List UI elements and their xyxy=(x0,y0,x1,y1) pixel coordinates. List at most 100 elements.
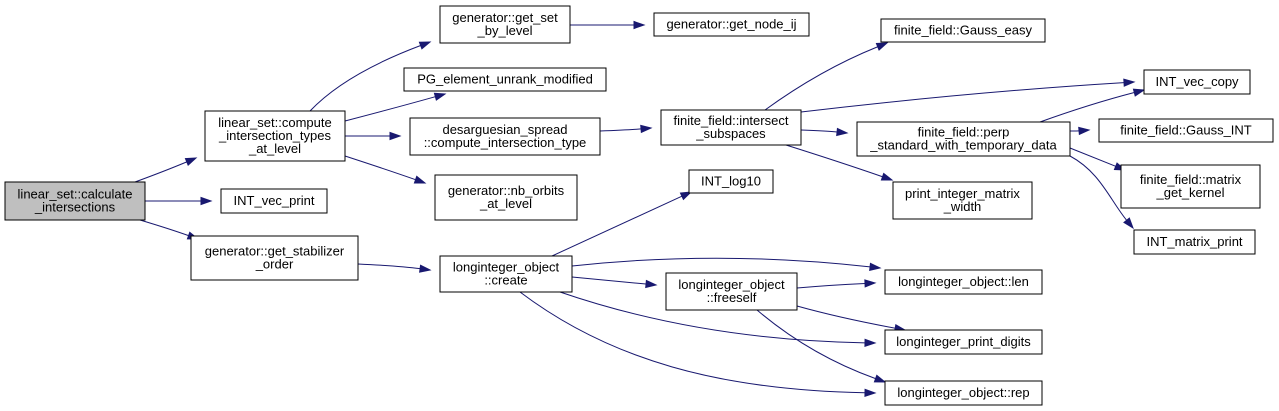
edge-loc-il10 xyxy=(551,191,693,257)
edge-line xyxy=(551,195,683,257)
node-box xyxy=(653,12,810,37)
arrowhead xyxy=(433,92,447,101)
edge-loc-lorep xyxy=(519,291,877,398)
node-label-line: longinteger_object::rep xyxy=(897,385,1029,400)
node-label-line: longinteger_object::len xyxy=(898,274,1029,289)
node-ffge[interactable]: finite_field::Gauss_easy xyxy=(880,18,1046,43)
node-box xyxy=(665,272,798,311)
edge-line xyxy=(519,291,866,394)
node-ivc[interactable]: INT_vec_copy xyxy=(1143,69,1251,95)
node-pgeu[interactable]: PG_element_unrank_modified xyxy=(403,67,607,92)
edge-line xyxy=(1069,147,1116,167)
edge-line xyxy=(796,305,896,329)
node-box xyxy=(439,255,573,293)
edge-line xyxy=(764,46,878,111)
node-label-line: _order xyxy=(255,257,294,272)
node-label-line: INT_vec_copy xyxy=(1155,74,1239,89)
node-label-line: ::freeself xyxy=(707,290,757,305)
edge-line xyxy=(800,82,1125,113)
arrowhead xyxy=(869,262,882,272)
arrowhead xyxy=(200,196,213,206)
edge-loc-lof xyxy=(571,276,658,289)
edge-calc-gso xyxy=(139,219,200,240)
edge-cit-gnoal xyxy=(344,155,427,184)
edge-lof-lpd xyxy=(796,305,907,333)
node-imp[interactable]: INT_matrix_print xyxy=(1133,229,1256,255)
node-gnoal[interactable]: generator::nb_orbits_at_level xyxy=(434,174,578,221)
node-gso[interactable]: generator::get_stabilizer_order xyxy=(190,235,359,281)
node-calc[interactable]: linear_set::calculate_intersections xyxy=(4,181,146,221)
edge-ffis-ivc xyxy=(800,78,1136,113)
node-ffperp[interactable]: finite_field::perp_standard_with_tempora… xyxy=(856,121,1071,157)
node-label-line: INT_vec_print xyxy=(234,193,315,208)
edge-line xyxy=(1039,92,1135,123)
node-label-line: _intersection_types xyxy=(218,128,332,143)
node-box xyxy=(880,18,1046,43)
edge-ffis-pimw xyxy=(785,144,894,181)
node-pimw[interactable]: print_integer_matrix_width xyxy=(892,181,1033,220)
edge-line xyxy=(134,161,187,183)
node-box xyxy=(892,181,1033,220)
node-dsci[interactable]: desarguesian_spread::compute_intersectio… xyxy=(409,117,601,156)
node-box xyxy=(1143,69,1251,95)
node-ffis[interactable]: finite_field::intersect_subspaces xyxy=(660,109,802,146)
node-ivp[interactable]: INT_vec_print xyxy=(220,188,328,214)
node-label-line: INT_log10 xyxy=(701,174,761,189)
edge-line xyxy=(344,155,416,181)
node-lof[interactable]: longinteger_object::freeself xyxy=(665,272,798,311)
edge-line xyxy=(800,129,838,133)
edge-line xyxy=(571,257,871,268)
node-box xyxy=(884,329,1043,355)
edge-loc-lolen xyxy=(571,257,882,272)
arrowhead xyxy=(640,124,653,134)
node-label-line: desarguesian_spread xyxy=(442,122,567,137)
node-loc[interactable]: longinteger_object::create xyxy=(439,255,573,293)
arrowhead xyxy=(1123,217,1134,230)
node-lorep[interactable]: longinteger_object::rep xyxy=(884,380,1043,406)
node-box xyxy=(4,181,146,221)
node-lolen[interactable]: longinteger_object::len xyxy=(884,269,1043,295)
node-box xyxy=(403,67,607,92)
node-box xyxy=(1120,164,1261,209)
node-box xyxy=(1098,118,1274,143)
edges-layer xyxy=(134,20,1146,398)
node-box xyxy=(190,235,359,281)
arrowhead xyxy=(679,191,693,201)
node-box xyxy=(1133,229,1256,255)
edge-lof-lolen xyxy=(796,279,877,289)
node-ffgi[interactable]: finite_field::Gauss_INT xyxy=(1098,118,1274,143)
edge-ffperp-ffgi xyxy=(1069,126,1091,136)
arrowhead xyxy=(836,127,849,137)
arrowhead xyxy=(389,131,402,141)
node-label-line: _width xyxy=(943,199,982,214)
edge-line xyxy=(785,144,883,178)
edge-line xyxy=(571,276,647,285)
edge-ffis-ffperp xyxy=(800,127,849,137)
node-label-line: INT_matrix_print xyxy=(1146,234,1242,249)
arrowhead xyxy=(864,388,877,398)
node-ffmgk[interactable]: finite_field::matrix_get_kernel xyxy=(1120,164,1261,209)
node-label-line: finite_field::perp xyxy=(918,125,1010,140)
node-gnij[interactable]: generator::get_node_ij xyxy=(653,12,810,37)
node-box xyxy=(688,169,774,194)
node-box xyxy=(409,117,601,156)
arrowhead xyxy=(880,172,894,181)
node-label-line: linear_set::compute xyxy=(218,115,331,130)
arrowhead xyxy=(1132,88,1146,97)
node-lpd[interactable]: longinteger_print_digits xyxy=(884,329,1043,355)
edge-line xyxy=(599,128,642,132)
node-label-line: generator::get_stabilizer xyxy=(205,244,345,259)
edge-ffperp-imp xyxy=(1069,155,1134,230)
edge-ffis-ffge xyxy=(764,42,889,111)
edge-gso-loc xyxy=(357,263,432,273)
node-il10[interactable]: INT_log10 xyxy=(688,169,774,194)
edge-gsbl-gnij xyxy=(570,20,646,30)
node-label-line: _at_level xyxy=(248,141,301,156)
edge-line xyxy=(357,263,421,270)
node-cit[interactable]: linear_set::compute_intersection_types_a… xyxy=(204,110,346,162)
node-label-line: finite_field::intersect xyxy=(674,113,789,128)
edge-line xyxy=(559,291,866,344)
node-gsbl[interactable]: generator::get_set_by_level xyxy=(439,5,571,44)
edge-calc-ivp xyxy=(145,196,213,206)
arrowhead xyxy=(184,157,198,166)
